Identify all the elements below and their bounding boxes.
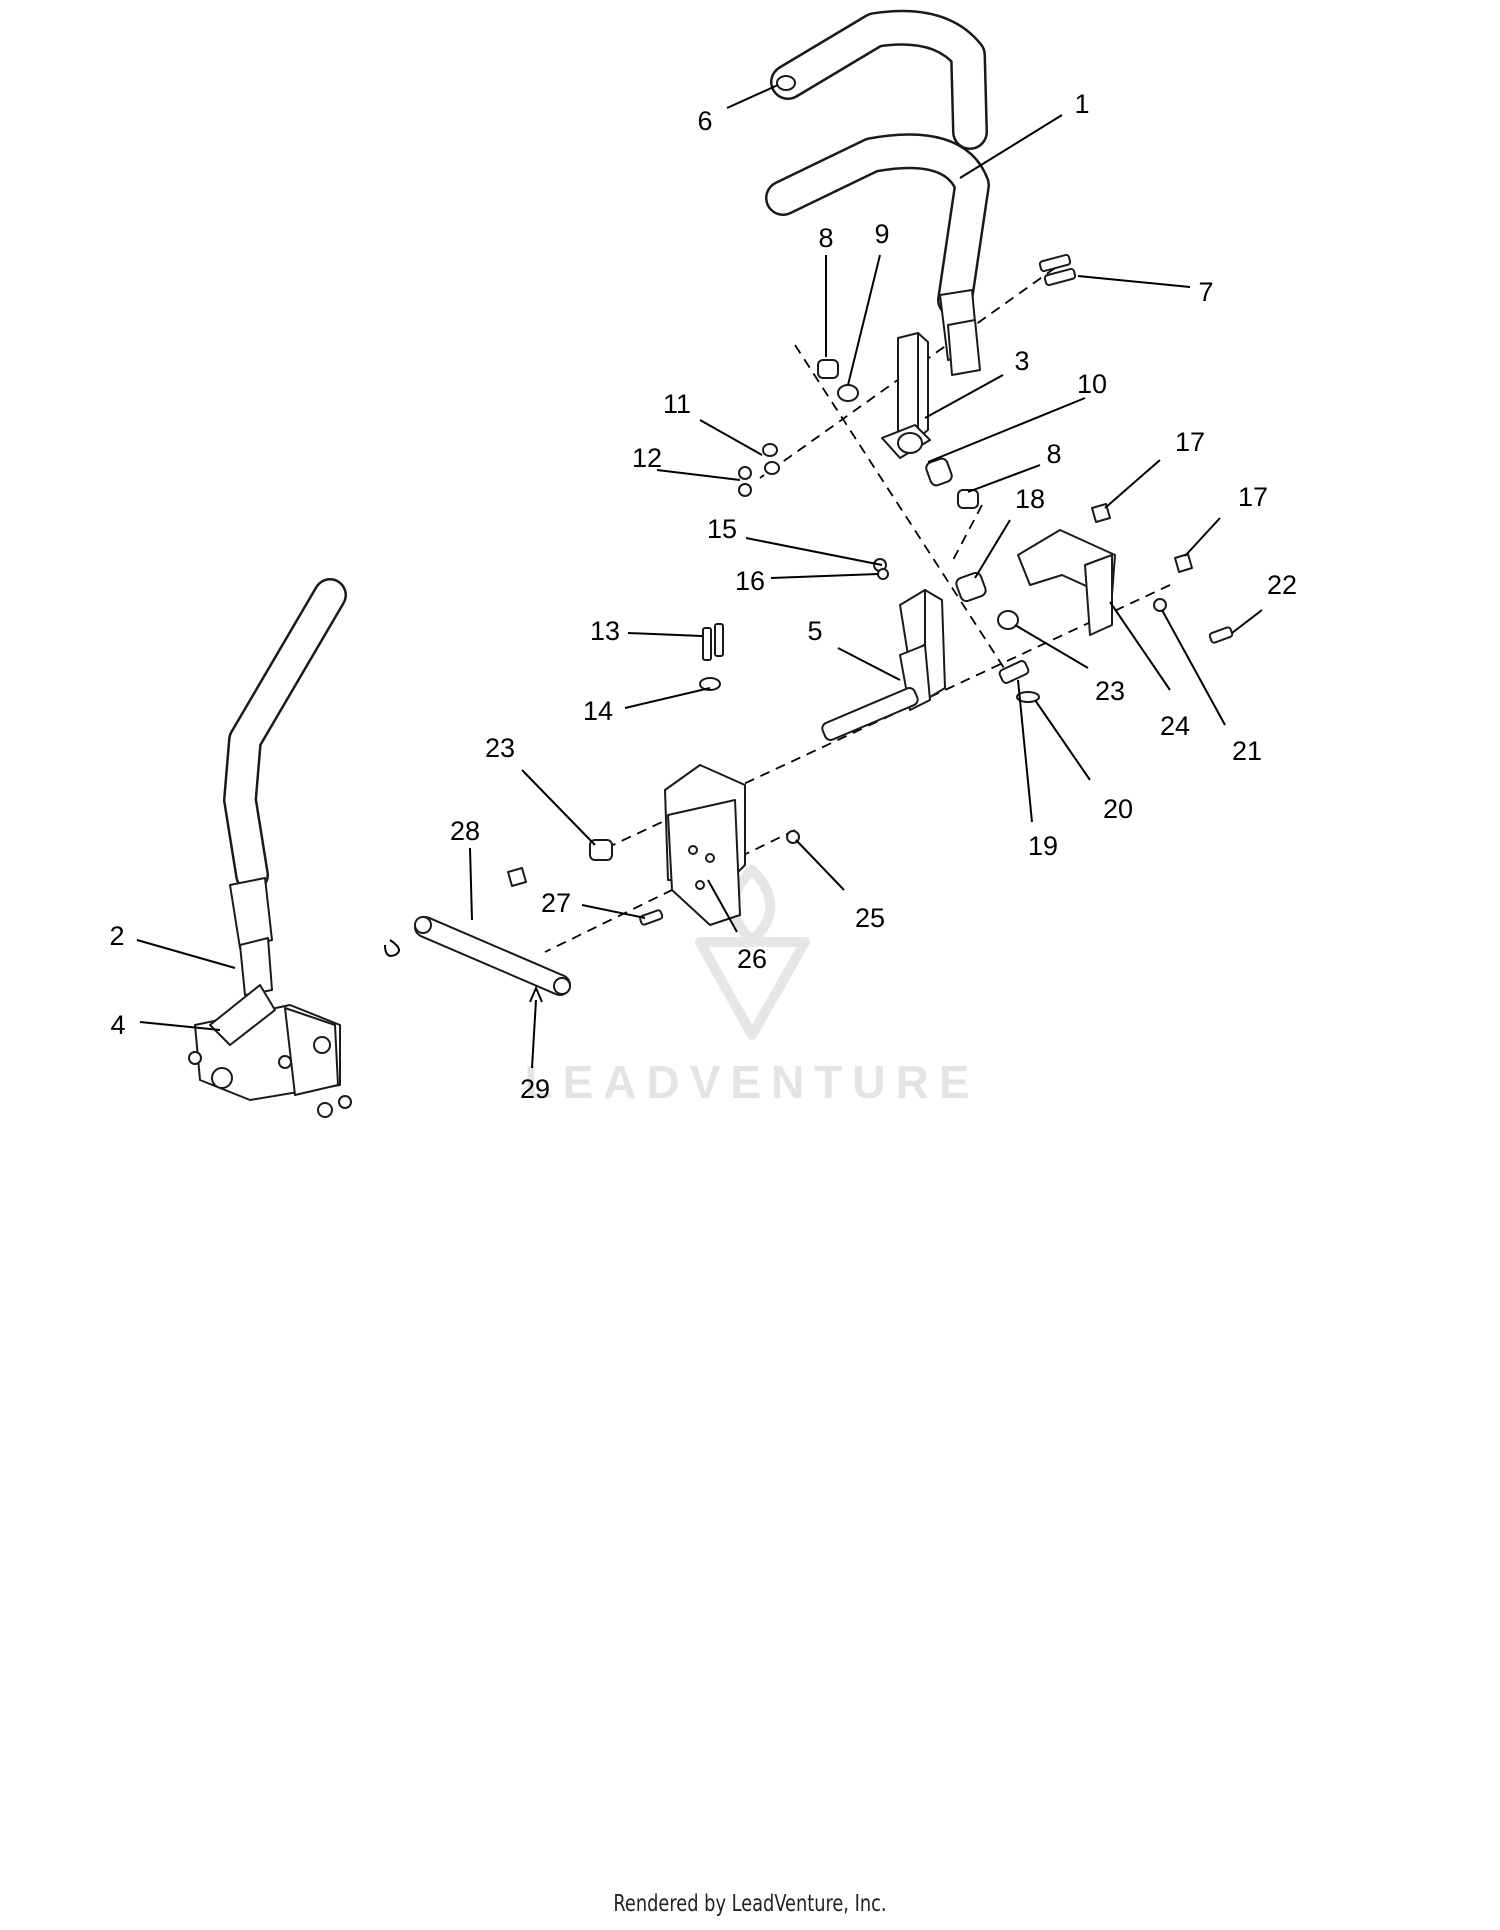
callout-27: 27 <box>541 888 571 918</box>
axis-middle <box>584 584 1171 859</box>
control-arm <box>821 589 946 741</box>
callout-14: 14 <box>583 696 613 726</box>
callout-22: 22 <box>1267 570 1297 600</box>
handle-bar-lower <box>765 133 990 376</box>
callout-28: 28 <box>450 816 480 846</box>
watermark: LEADVENTURE <box>524 865 979 1108</box>
pivot-arm <box>881 332 931 459</box>
callout-21: 21 <box>1232 736 1262 766</box>
callout-29: 29 <box>520 1074 550 1104</box>
callout-16: 16 <box>735 566 765 596</box>
callout-6: 6 <box>697 106 712 136</box>
axis-upper <box>759 267 1056 479</box>
grip-end-cap <box>776 75 796 91</box>
mounting-bracket-lower <box>664 764 746 926</box>
left-control-lever <box>223 578 347 996</box>
callout-13: 13 <box>590 616 620 646</box>
callout-1: 1 <box>1074 89 1089 119</box>
axis-lower <box>544 829 796 953</box>
callout-24: 24 <box>1160 711 1190 741</box>
callout-labels: 6 1 8 9 7 3 10 11 12 8 17 17 18 15 16 22… <box>109 89 1297 1104</box>
callout-23-right: 23 <box>1095 676 1125 706</box>
leader-lines <box>136 84 1263 1069</box>
watermark-text: LEADVENTURE <box>524 1056 979 1108</box>
callout-26: 26 <box>737 944 767 974</box>
gas-spring <box>414 916 571 996</box>
callout-5: 5 <box>807 616 822 646</box>
hardware <box>384 253 1234 1003</box>
callout-15: 15 <box>707 514 737 544</box>
assembly-axes <box>544 267 1171 953</box>
callout-17-lower: 17 <box>1238 482 1268 512</box>
axis-pivot-drop <box>951 504 983 563</box>
callout-17-upper: 17 <box>1175 427 1205 457</box>
render-credit: Rendered by LeadVenture, Inc. <box>613 1891 887 1917</box>
callout-12: 12 <box>632 443 662 473</box>
callout-4: 4 <box>110 1010 125 1040</box>
callout-8-lower: 8 <box>1046 439 1061 469</box>
lever-base <box>188 984 352 1118</box>
callout-23-left: 23 <box>485 733 515 763</box>
callout-2: 2 <box>109 921 124 951</box>
callout-3: 3 <box>1014 346 1029 376</box>
callout-18: 18 <box>1015 484 1045 514</box>
callout-7: 7 <box>1198 277 1213 307</box>
callout-19: 19 <box>1028 831 1058 861</box>
mounting-bracket-upper <box>1017 529 1116 636</box>
callout-10: 10 <box>1077 369 1107 399</box>
callout-20: 20 <box>1103 794 1133 824</box>
callout-9: 9 <box>874 219 889 249</box>
callout-11: 11 <box>663 389 691 419</box>
callout-8-upper: 8 <box>818 223 833 253</box>
callout-25: 25 <box>855 903 885 933</box>
handle-bar-upper <box>770 9 988 150</box>
